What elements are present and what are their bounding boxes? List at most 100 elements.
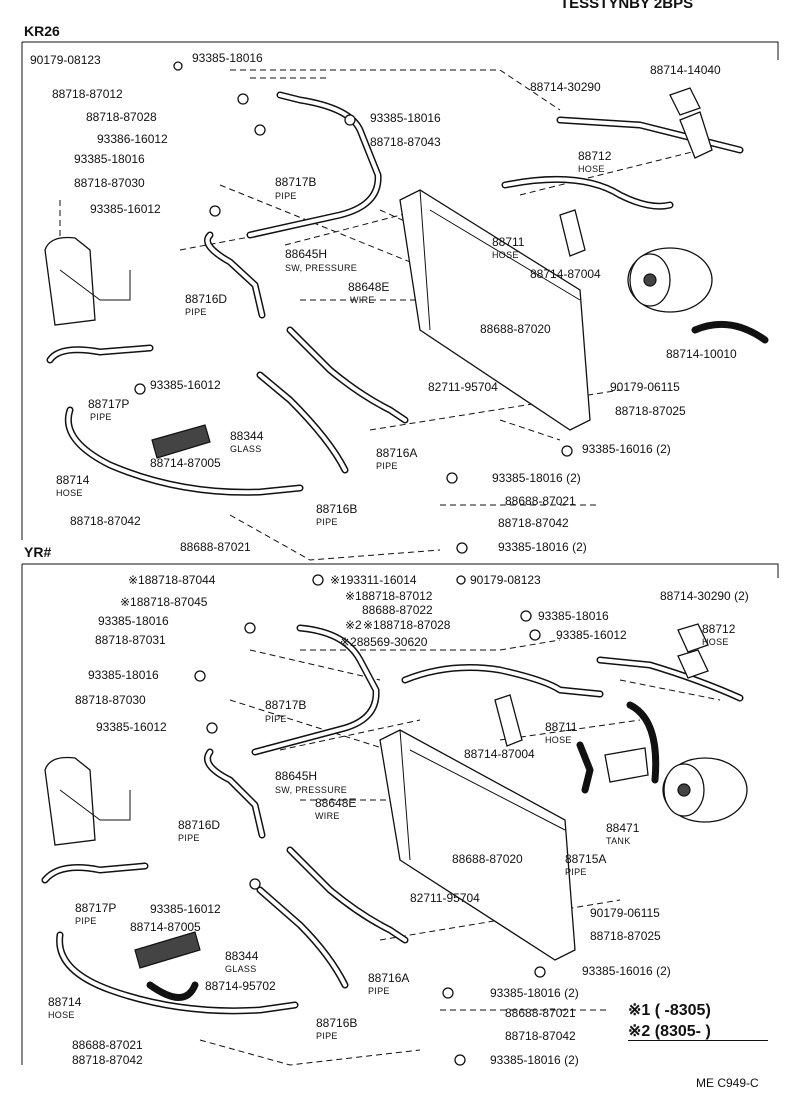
- label-b-88688-87021-b: 88688-87021: [72, 1038, 143, 1052]
- bottom-receiver: [134, 931, 201, 969]
- label-b-note2: ※2: [345, 618, 362, 632]
- top-fasteners: [134, 61, 573, 554]
- label-b-88344-sub: GLASS: [225, 964, 257, 974]
- label-b-88717b: 88717B: [265, 698, 306, 712]
- label-b-88718-87025: 88718-87025: [590, 929, 661, 943]
- label-88714-sub: HOSE: [56, 488, 83, 498]
- label-b-88714-30290-2: 88714-30290 (2): [660, 589, 749, 603]
- label-b-93385-18016-r: 93385-18016: [538, 609, 609, 623]
- top-evaporator-unit: [44, 236, 131, 326]
- label-b-88716d: 88716D: [178, 818, 220, 832]
- top-pipes: [46, 91, 744, 496]
- label-b-88716d-sub: PIPE: [178, 833, 200, 843]
- label-b-88716b: 88716B: [316, 1016, 357, 1030]
- top-compressor: [627, 247, 713, 313]
- label-93385-18016-2b: 93385-18016 (2): [498, 540, 587, 554]
- label-b-88718-87028: ※188718-87028: [363, 618, 451, 632]
- label-b-88717p-sub: PIPE: [75, 916, 97, 926]
- label-88717b-sub: PIPE: [275, 191, 297, 201]
- label-b-82711-95704: 82711-95704: [410, 891, 480, 905]
- label-88344-sub: GLASS: [230, 444, 262, 454]
- label-88711-sub: HOSE: [492, 250, 519, 260]
- label-b-88716a-sub: PIPE: [368, 986, 390, 996]
- label-b-93311-16014: ※193311-16014: [330, 573, 417, 587]
- label-88645h: 88645H: [285, 247, 327, 261]
- label-b-88645h-sub: SW, PRESSURE: [275, 785, 347, 795]
- label-88718-87030: 88718-87030: [74, 176, 145, 190]
- top-labels: 90179-08123 93385-18016 88718-87012 8871…: [30, 51, 737, 554]
- label-88714-87005: 88714-87005: [150, 456, 221, 470]
- label-88718-87042: 88718-87042: [498, 516, 569, 530]
- label-b-88716b-sub: PIPE: [316, 1031, 338, 1041]
- label-93385-16012: 93385-16012: [90, 202, 161, 216]
- label-93385-16016-2: 93385-16016 (2): [582, 442, 671, 456]
- label-b-88717p: 88717P: [75, 901, 116, 915]
- label-b-88714-87005: 88714-87005: [130, 920, 201, 934]
- bottom-fasteners: [194, 574, 546, 1066]
- top-condenser: [399, 189, 591, 431]
- note-1: ※1 ( -8305): [628, 1002, 711, 1019]
- label-b-93385-18016-2b: 93385-18016 (2): [490, 1053, 579, 1067]
- label-93385-18016-b: 93385-18016: [74, 152, 145, 166]
- label-b-88711: 88711: [545, 720, 578, 734]
- label-88714-30290: 88714-30290: [530, 80, 601, 94]
- label-b-88645h: 88645H: [275, 769, 317, 783]
- section-title-top: KR26: [24, 23, 60, 39]
- label-88712: 88712: [578, 149, 612, 163]
- bottom-condenser: [379, 729, 576, 961]
- label-b-88712-sub: HOSE: [702, 637, 729, 647]
- label-88716b-sub: PIPE: [316, 517, 338, 527]
- section-title-bottom: YR#: [24, 544, 51, 560]
- note-underline: [628, 1040, 768, 1041]
- label-90179-08123: 90179-08123: [30, 53, 101, 67]
- label-88688-87021-b: 88688-87021: [180, 540, 251, 554]
- label-88712-sub: HOSE: [578, 164, 605, 174]
- label-88717p: 88717P: [88, 397, 129, 411]
- label-b-88688-87021: 88688-87021: [505, 1006, 576, 1020]
- label-b-88648e-sub: WIRE: [315, 811, 340, 821]
- top-frame: [21, 41, 779, 540]
- label-b-93385-16016-2: 93385-16016 (2): [582, 964, 671, 978]
- label-88645h-sub: SW, PRESSURE: [285, 263, 357, 273]
- label-82711-95704: 82711-95704: [428, 380, 498, 394]
- label-b-88714-sub: HOSE: [48, 1010, 75, 1020]
- label-88718-87028: 88718-87028: [86, 110, 157, 124]
- header-code: TESSTYNBY 2BPS: [560, 0, 693, 12]
- label-b-88714: 88714: [48, 995, 82, 1009]
- label-b-88718-87044: ※188718-87044: [128, 573, 216, 587]
- label-88716d-sub: PIPE: [185, 307, 207, 317]
- label-b-88715a-sub: PIPE: [565, 867, 587, 877]
- label-88648e-sub: WIRE: [350, 295, 375, 305]
- top-hoses-short: [559, 87, 769, 344]
- label-88344: 88344: [230, 429, 264, 443]
- top-leaders: [59, 69, 701, 561]
- label-b-93385-18016-b: 93385-18016: [88, 668, 159, 682]
- label-88716b: 88716B: [316, 502, 357, 516]
- label-93386-16012: 93386-16012: [97, 132, 168, 146]
- label-b-88718-87042: 88718-87042: [505, 1029, 576, 1043]
- label-b-88714-95702: 88714-95702: [205, 979, 276, 993]
- label-b-93385-18016-2: 93385-18016 (2): [490, 986, 579, 1000]
- label-b-88712: 88712: [702, 622, 736, 636]
- label-b-88718-87012: ※188718-87012: [345, 589, 433, 603]
- label-88718-87042-b: 88718-87042: [70, 514, 141, 528]
- label-b-88715a: 88715A: [565, 852, 606, 866]
- label-b-88714-87004: 88714-87004: [464, 747, 535, 761]
- label-b-88718-87042-b: 88718-87042: [72, 1053, 143, 1067]
- bottom-tank: [604, 747, 649, 783]
- label-b-88688-87022: 88688-87022: [362, 603, 433, 617]
- bottom-hoses-short: [146, 623, 709, 1001]
- label-93385-18016-2: 93385-18016 (2): [492, 471, 581, 485]
- label-88716a-sub: PIPE: [376, 461, 398, 471]
- label-88714-14040: 88714-14040: [650, 63, 721, 77]
- label-b-88471-sub: TANK: [606, 836, 631, 846]
- label-b-90179-06115: 90179-06115: [590, 906, 660, 920]
- bottom-labels: ※188718-87044 ※193311-16014 90179-08123 …: [48, 573, 749, 1067]
- label-88688-87021: 88688-87021: [505, 494, 576, 508]
- label-b-88688-87020: 88688-87020: [452, 852, 523, 866]
- label-b-93385-16012-b: 93385-16012: [150, 902, 221, 916]
- label-88716a: 88716A: [376, 446, 417, 460]
- label-b-88718-87031: 88718-87031: [95, 633, 166, 647]
- label-90179-06115: 90179-06115: [610, 380, 680, 394]
